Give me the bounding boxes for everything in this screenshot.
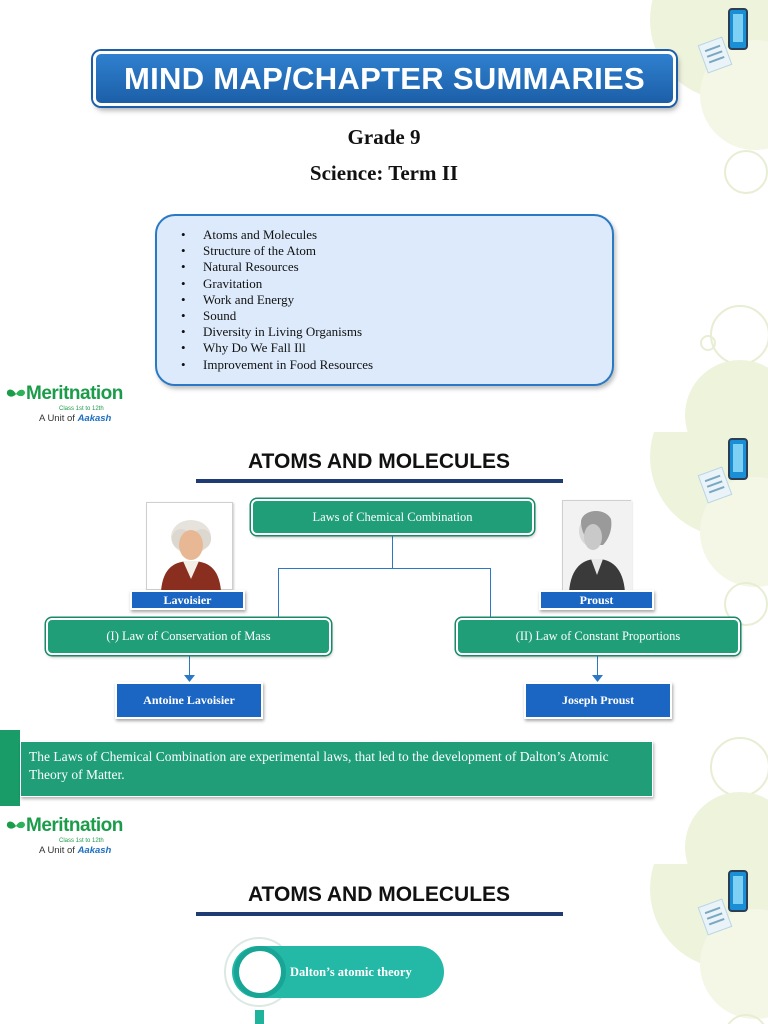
section-heading: ATOMS AND MOLECULES bbox=[247, 450, 511, 473]
decor-ring bbox=[710, 305, 768, 365]
section-heading: ATOMS AND MOLECULES bbox=[247, 883, 511, 906]
joseph-proust-box: Joseph Proust bbox=[524, 682, 672, 719]
title-banner: MIND MAP/CHAPTER SUMMARIES bbox=[93, 51, 676, 106]
slide-laws-of-chemical-combination: ATOMS AND MOLECULES Laws of Chemical Com… bbox=[0, 432, 768, 864]
brand-unit: A Unit of Aakash bbox=[39, 413, 112, 424]
meritnation-leaf-icon bbox=[6, 389, 25, 397]
arrow-down-icon bbox=[184, 675, 195, 682]
banner-title: MIND MAP/CHAPTER SUMMARIES bbox=[123, 60, 646, 96]
proust-caption: Proust bbox=[539, 590, 654, 610]
connector-line bbox=[490, 568, 491, 618]
pill-circle-icon bbox=[234, 946, 286, 998]
law-conservation-of-mass-box: (I) Law of Conservation of Mass bbox=[46, 618, 331, 655]
topics-list: Atoms and Molecules Structure of the Ato… bbox=[181, 227, 612, 373]
brand-tagline: Class 1st to 12th bbox=[59, 406, 104, 412]
decor-ring bbox=[700, 335, 716, 351]
decor-circle bbox=[685, 360, 768, 432]
decor-ring bbox=[724, 582, 768, 626]
meritnation-leaf-icon bbox=[6, 821, 25, 829]
topic-item: Improvement in Food Resources bbox=[181, 357, 612, 373]
topic-item: Sound bbox=[181, 308, 612, 324]
connector-line bbox=[278, 568, 491, 569]
note-accent-bar bbox=[0, 730, 20, 806]
topic-item: Atoms and Molecules bbox=[181, 227, 612, 243]
lavoisier-portrait bbox=[146, 502, 233, 591]
brand-unit: A Unit of Aakash bbox=[39, 845, 112, 856]
slide-mind-map-intro: MIND MAP/CHAPTER SUMMARIES Grade 9 Scien… bbox=[0, 0, 768, 432]
topic-item: Natural Resources bbox=[181, 259, 612, 275]
antoine-lavoisier-box: Antoine Lavoisier bbox=[115, 682, 263, 719]
decor-circle bbox=[685, 792, 768, 864]
topic-item: Structure of the Atom bbox=[181, 243, 612, 259]
connector-line bbox=[278, 568, 279, 618]
arrow-down-icon bbox=[592, 675, 603, 682]
summary-note: The Laws of Chemical Combination are exp… bbox=[20, 741, 653, 797]
pill-stem bbox=[255, 1010, 264, 1024]
slide-daltons-atomic-theory: ATOMS AND MOLECULES Dalton’s atomic theo… bbox=[0, 864, 768, 1024]
lavoisier-caption: Lavoisier bbox=[130, 590, 245, 610]
brand-name: Meritnation bbox=[26, 383, 123, 404]
laws-of-chemical-combination-box: Laws of Chemical Combination bbox=[251, 499, 534, 535]
dalton-theory-label: Dalton’s atomic theory bbox=[290, 965, 412, 979]
heading-underline bbox=[196, 479, 563, 483]
proust-portrait-image bbox=[563, 501, 632, 592]
phone-icon bbox=[728, 8, 748, 50]
phone-icon bbox=[728, 438, 748, 480]
topic-item: Work and Energy bbox=[181, 292, 612, 308]
grade-label: Grade 9 bbox=[347, 125, 421, 149]
topic-item: Gravitation bbox=[181, 276, 612, 292]
meritnation-logo: Meritnation Class 1st to 12th A Unit of … bbox=[6, 815, 136, 863]
decor-ring bbox=[710, 737, 768, 797]
phone-icon bbox=[728, 870, 748, 912]
brand-name: Meritnation bbox=[26, 815, 123, 836]
law-constant-proportions-box: (II) Law of Constant Proportions bbox=[456, 618, 740, 655]
topics-box: Atoms and Molecules Structure of the Ato… bbox=[155, 214, 614, 386]
heading-underline bbox=[196, 912, 563, 916]
subject-label: Science: Term II bbox=[309, 161, 459, 185]
decor-ring bbox=[724, 150, 768, 194]
topic-item: Diversity in Living Organisms bbox=[181, 324, 612, 340]
connector-line bbox=[392, 532, 393, 568]
brand-tagline: Class 1st to 12th bbox=[59, 838, 104, 844]
lavoisier-portrait-image bbox=[161, 520, 221, 591]
topic-item: Why Do We Fall Ill bbox=[181, 340, 612, 356]
meritnation-logo: Meritnation Class 1st to 12th A Unit of … bbox=[6, 383, 136, 431]
connector-line bbox=[189, 655, 190, 679]
connector-line bbox=[597, 655, 598, 679]
proust-portrait bbox=[562, 500, 632, 592]
